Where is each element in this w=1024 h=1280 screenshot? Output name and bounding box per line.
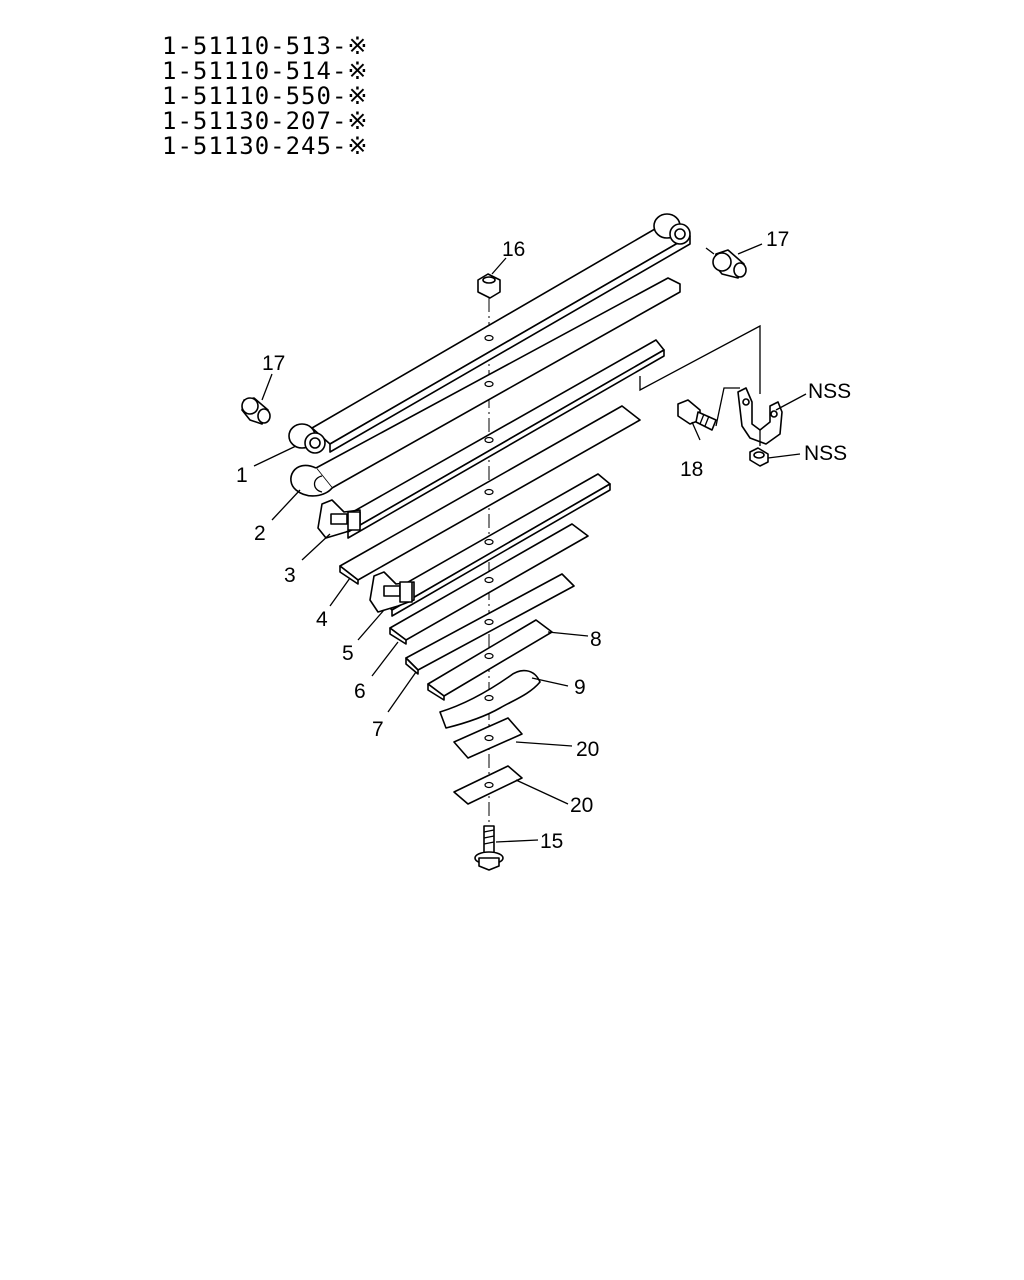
callout-17-right: 17 (766, 228, 789, 251)
leaf-3 (341, 339, 665, 539)
callout-7: 7 (372, 718, 384, 741)
part-number-2: 1-51110-514-※ (162, 57, 369, 85)
shim-20-upper (453, 717, 523, 759)
callout-6: 6 (354, 680, 366, 703)
part-number-3: 1-51110-550-※ (162, 82, 369, 110)
callout-20-lower: 20 (570, 794, 593, 817)
leaf-2 (290, 277, 681, 497)
callout-15: 15 (540, 830, 563, 853)
bracket-nss (737, 387, 783, 445)
callout-nss-bracket: NSS (808, 380, 851, 403)
callout-nss-nut: NSS (804, 442, 847, 465)
leader-lines (253, 243, 807, 843)
bushing-17-right (712, 249, 747, 279)
bushing-17-left (241, 397, 271, 425)
part-number-5: 1-51130-245-※ (162, 132, 369, 160)
rebound-clip-3 (317, 499, 361, 539)
callout-20-upper: 20 (576, 738, 599, 761)
callout-9: 9 (574, 676, 586, 699)
part-number-1: 1-51110-513-※ (162, 32, 369, 60)
callout-4: 4 (316, 608, 328, 631)
callout-8: 8 (590, 628, 602, 651)
leaf-7 (405, 573, 575, 675)
bolt-reference-line (715, 387, 740, 427)
shim-20-lower (453, 765, 523, 805)
callout-1: 1 (236, 464, 248, 487)
callout-5: 5 (342, 642, 354, 665)
bolt-18 (677, 399, 717, 431)
callout-18: 18 (680, 458, 703, 481)
rebound-clip-5 (369, 571, 415, 613)
bracket-reference-line (639, 324, 761, 394)
tapered-leaf-9 (439, 669, 541, 729)
callout-16: 16 (502, 238, 525, 261)
leaf-4 (339, 405, 641, 585)
center-bolt-15 (474, 825, 504, 871)
leaf-5 (379, 473, 611, 617)
nut-nss (749, 447, 769, 467)
part-number-4: 1-51130-207-※ (162, 107, 369, 135)
nut-16 (477, 273, 501, 299)
callout-2: 2 (254, 522, 266, 545)
leaf-6 (389, 523, 589, 645)
callout-3: 3 (284, 564, 296, 587)
callout-17-left: 17 (262, 352, 285, 375)
main-leaf-1 (288, 213, 691, 454)
